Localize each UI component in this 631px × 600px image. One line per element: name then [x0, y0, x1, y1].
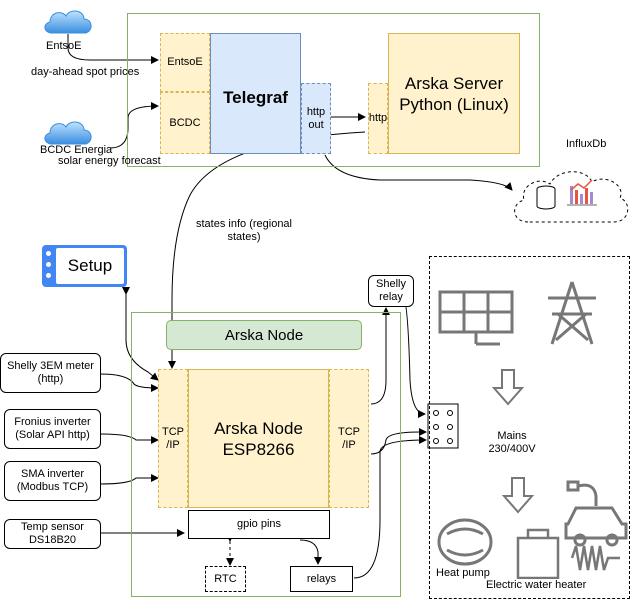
node-core-box: Arska Node ESP8266 — [188, 369, 329, 508]
http-in-box: http — [368, 83, 388, 154]
temp-sensor-label: Temp sensor DS18B20 — [21, 521, 84, 546]
down-arrow-icon — [491, 369, 525, 406]
node-title: Arska Node — [224, 326, 304, 344]
tcp-left-box: TCP /IP — [158, 369, 188, 508]
rtc-box: RTC — [205, 566, 246, 592]
entsoe-cloud-label: EntsoE — [46, 40, 82, 52]
sma-box: SMA inverter (Modbus TCP) — [4, 461, 101, 501]
entsoe-input-box: EntsoE — [160, 33, 210, 92]
shelly-meter-box: Shelly 3EM meter (http) — [0, 353, 101, 393]
resistor-icon — [570, 545, 620, 571]
down-arrow-icon — [501, 477, 535, 514]
http-in-label: http — [368, 112, 388, 124]
temp-sensor-box: Temp sensor DS18B20 — [4, 519, 101, 549]
http-out-box: http out — [301, 83, 331, 154]
setup-panel: Setup — [56, 248, 124, 284]
sma-label: SMA inverter (Modbus TCP) — [16, 468, 89, 493]
setup-label: Setup — [67, 256, 113, 275]
rtc-label: RTC — [214, 572, 237, 585]
entsoe-input-label: EntsoE — [167, 56, 203, 68]
states-info-label: states info (regional states) — [196, 218, 292, 244]
heat-pump-icon — [437, 518, 493, 566]
tcp-right-label: TCP /IP — [338, 425, 360, 451]
telegraf-label: Telegraf — [223, 88, 288, 107]
telegraf-box: Telegraf — [210, 33, 301, 154]
shelly-relay-label: Shelly relay — [376, 278, 406, 303]
shelly-meter-label: Shelly 3EM meter (http) — [7, 360, 94, 385]
gpio-box: gpio pins — [188, 510, 330, 539]
influxdb-label: InfluxDb — [566, 138, 607, 150]
mains-label: Mains 230/400V — [488, 430, 536, 455]
bcdc-input-label: BCDC — [169, 116, 201, 129]
setup-button[interactable]: Setup — [42, 245, 127, 287]
tcp-right-box: TCP /IP — [329, 369, 369, 508]
node-frame — [131, 312, 401, 597]
heat-pump-label: Heat pump — [436, 567, 490, 579]
fronius-label: Fronius inverter (Solar API http) — [14, 416, 91, 441]
loads-frame — [429, 256, 630, 599]
tcp-left-label: TCP /IP — [162, 425, 184, 451]
water-heater-icon — [516, 528, 560, 580]
bcdc-caption: solar energy forecast — [58, 155, 161, 167]
gpio-label: gpio pins — [236, 518, 282, 530]
relays-label: relays — [306, 572, 337, 585]
node-title-box: Arska Node — [166, 320, 362, 350]
solar-panel-icon — [438, 290, 514, 346]
setup-dots-icon — [46, 251, 52, 278]
arska-server-box: Arska Server Python (Linux) — [388, 33, 520, 154]
bcdc-cloud-icon — [44, 121, 92, 145]
power-tower-icon — [548, 281, 596, 345]
electric-car-icon — [564, 480, 628, 547]
fronius-box: Fronius inverter (Solar API http) — [4, 409, 101, 449]
node-core-label: Arska Node ESP8266 — [214, 418, 303, 459]
server-frame — [127, 13, 540, 167]
relays-box: relays — [290, 566, 353, 592]
entsoe-caption: day-ahead spot prices — [31, 66, 140, 78]
bcdc-cloud-label: BCDC Energia — [40, 144, 113, 156]
socket-icon — [427, 403, 459, 449]
bcdc-input-box: BCDC — [160, 92, 210, 154]
arska-server-label: Arska Server Python (Linux) — [399, 73, 509, 114]
http-out-label: http out — [306, 105, 326, 131]
shelly-relay-box: Shelly relay — [368, 275, 414, 307]
water-heater-label: Electric water heater — [486, 579, 587, 592]
influxdb-cloud-icon — [514, 171, 629, 223]
entsoe-cloud-icon — [44, 10, 92, 34]
